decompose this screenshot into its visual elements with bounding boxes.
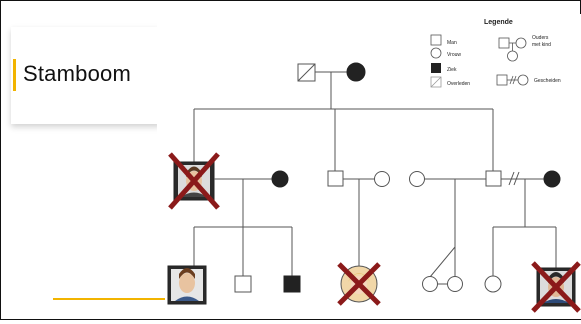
legend-man-symbol <box>430 34 442 46</box>
granddaughter-4-1 <box>484 275 502 293</box>
grandson-4-hair <box>548 272 564 283</box>
son-3 <box>485 170 502 187</box>
legend-parents-label-1: Ouders <box>532 35 549 41</box>
legend-sick-symbol <box>431 63 441 73</box>
wife-1-affected <box>271 170 289 188</box>
twin-granddaughter-1 <box>422 276 438 292</box>
legend-sick-label: Ziek <box>447 67 457 73</box>
legend-divorced-slash-1 <box>509 75 514 85</box>
legend-woman-symbol <box>430 47 442 59</box>
son-2 <box>327 170 344 187</box>
legend-parents-father <box>498 37 510 49</box>
bottom-accent-line <box>53 298 165 300</box>
legend-deceased-label: Overleden <box>447 81 470 87</box>
legend-divorced-label: Gescheiden <box>534 78 561 84</box>
grandson-shoulders <box>175 296 199 301</box>
legend-woman-label: Vrouw <box>447 52 461 58</box>
title-panel <box>11 27 161 124</box>
pedigree-chart: Legende Man Vrouw Ziek Overleden Ouders … <box>157 14 581 319</box>
son-1-shoulders <box>181 192 207 197</box>
legend-divorced-slash-2 <box>512 75 517 85</box>
legend-parents-mother <box>515 37 527 49</box>
twins-branch-left <box>429 246 456 278</box>
ex-wife-affected <box>543 170 561 188</box>
legend-divorced-man <box>496 74 508 86</box>
legend-parents-label-2: met kind <box>532 42 551 48</box>
grandfather-deceased-slash <box>297 63 316 82</box>
slide-title: Stamboom <box>23 61 131 86</box>
legend-parents-child <box>507 50 518 62</box>
generation-3 <box>167 226 581 313</box>
twin-granddaughter-2 <box>447 276 463 292</box>
legend-man-label: Man <box>447 40 457 46</box>
title-accent-bar <box>13 59 16 91</box>
legend-divorced-woman <box>517 74 529 86</box>
wife-2 <box>374 171 390 187</box>
daughter-1 <box>409 171 425 187</box>
generation-1 <box>193 62 494 171</box>
legend-title: Legende <box>484 19 513 26</box>
son-1-cross-b <box>168 152 220 210</box>
grandson-face <box>179 273 195 293</box>
grandson-hair <box>179 268 195 279</box>
divorce-slash-2 <box>513 171 520 186</box>
son-1-hair <box>186 166 202 177</box>
divorce-slash-1 <box>508 171 515 186</box>
legend-deceased-slash <box>430 76 442 88</box>
grandson-4-shoulders <box>543 299 569 303</box>
grandmother-affected <box>346 62 366 82</box>
grandson-2 <box>234 275 252 293</box>
grandson-4-cross-b <box>531 261 581 313</box>
grandson-3-affected <box>283 275 301 293</box>
granddaughter-cross-b <box>337 262 381 306</box>
generation-2 <box>168 152 561 269</box>
legend: Legende Man Vrouw Ziek Overleden Ouders … <box>430 19 561 88</box>
